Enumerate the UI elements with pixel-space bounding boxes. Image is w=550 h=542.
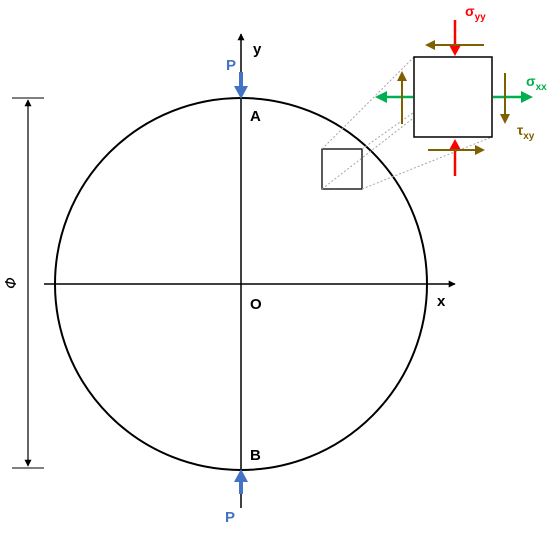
tau-xy-arrow-right-head: [500, 114, 510, 124]
sigma-xx-label: σxx: [526, 73, 547, 93]
sigma-yy-arrow-bottom-head: [449, 139, 461, 150]
tau-xy-arrow-top-head: [425, 40, 435, 50]
sigma-xx-arrow-right-head: [521, 91, 533, 103]
origin-label: O: [250, 296, 262, 313]
x-axis-label: x: [437, 293, 446, 310]
stress-element-small: [321, 148, 363, 190]
sigma-yy-arrow-top-head: [449, 45, 461, 56]
point-b-label: B: [250, 447, 261, 464]
stress-element-enlarged: [413, 56, 493, 138]
tau-xy-arrow-left-head: [397, 71, 407, 81]
y-axis-label: y: [253, 41, 262, 58]
tau-xy-arrow-bottom-head: [475, 145, 485, 155]
sigma-xx-arrow-left-head: [375, 91, 387, 103]
load-label-bottom: P: [225, 509, 235, 526]
diameter-symbol: Φ: [2, 277, 20, 289]
sigma-yy-label: σyy: [465, 3, 486, 23]
load-label-top: P: [226, 57, 236, 74]
load-arrow-top-head: [234, 86, 248, 99]
tau-xy-label: τxy: [517, 122, 535, 142]
point-a-label: A: [250, 108, 261, 125]
load-arrow-bottom-head: [234, 469, 248, 482]
